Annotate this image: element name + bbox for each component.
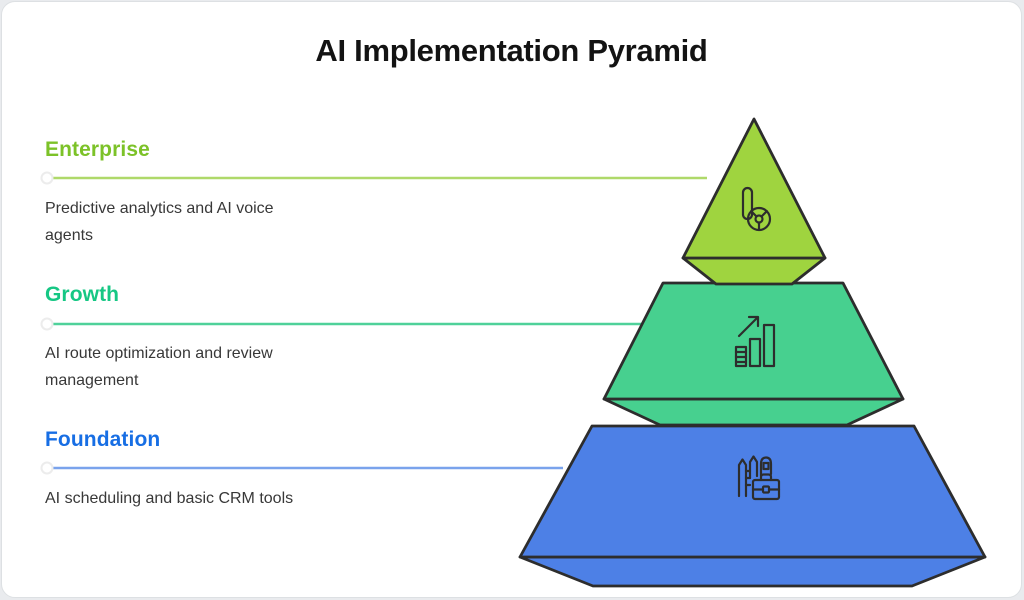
- level-label-foundation: Foundation AI scheduling and basic CRM t…: [45, 428, 345, 512]
- pyramid-shapes: [518, 117, 987, 588]
- pyramid-level-enterprise[interactable]: [681, 117, 827, 286]
- level-icons: [734, 186, 781, 501]
- analytics-voice-icon: [741, 186, 772, 232]
- connector-dot: [40, 461, 54, 475]
- business-buildings-icon: [737, 455, 781, 501]
- growth-chart-icon: [734, 315, 776, 368]
- level-description-growth: AI route optimization and review managem…: [45, 345, 273, 389]
- connector-dot: [40, 171, 54, 185]
- page-title: AI Implementation Pyramid: [315, 33, 708, 68]
- level-label-growth: Growth AI route optimization and review …: [45, 283, 345, 394]
- level-name-enterprise: Enterprise: [45, 138, 150, 161]
- pyramid-level-foundation[interactable]: [518, 424, 987, 588]
- connector-dot: [40, 317, 54, 331]
- enterprise-skirt: [681, 256, 827, 286]
- enterprise-body: [681, 117, 827, 260]
- level-name-growth: Growth: [45, 283, 120, 306]
- level-description-enterprise: Predictive analytics and AI voice agents: [45, 200, 274, 244]
- level-name-foundation: Foundation: [45, 428, 161, 451]
- level-label-enterprise: Enterprise Predictive analytics and AI v…: [45, 138, 345, 249]
- growth-body: [602, 281, 905, 401]
- pyramid-level-growth[interactable]: [602, 281, 905, 427]
- level-description-foundation: AI scheduling and basic CRM tools: [45, 490, 294, 507]
- connector-lines: [40, 171, 707, 475]
- growth-skirt: [602, 397, 905, 427]
- foundation-skirt: [518, 555, 987, 588]
